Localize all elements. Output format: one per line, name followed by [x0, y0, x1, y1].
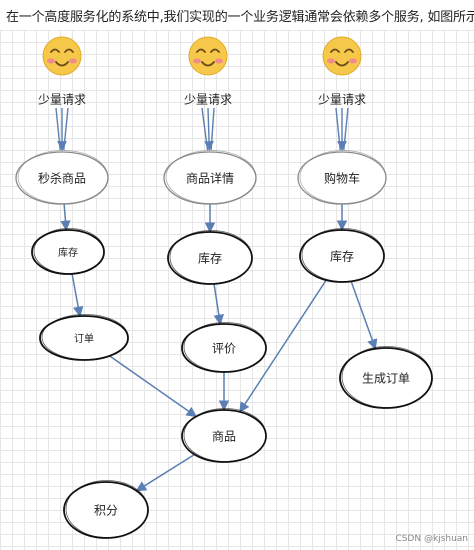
- node-label-stock1: 库存: [58, 246, 78, 259]
- request-label: 少量请求: [318, 93, 366, 107]
- request-label: 少量请求: [38, 93, 86, 107]
- edge-req2-detail: [201, 107, 209, 151]
- request-label: 少量请求: [184, 93, 232, 107]
- node-label-points: 积分: [94, 504, 118, 518]
- node-cart: 购物车: [297, 150, 387, 205]
- node-stock1: 库存: [31, 228, 105, 275]
- edge-stock3-gen_order: [350, 281, 378, 350]
- edge-req3-cart: [343, 107, 349, 151]
- node-gen_order: 生成订单: [339, 346, 433, 409]
- node-stock2: 库存: [167, 230, 253, 285]
- node-points: 积分: [63, 480, 149, 539]
- edge-req1-seckill: [55, 107, 61, 151]
- request-req3: 少量请求: [318, 36, 366, 107]
- edge-req2-detail: [204, 107, 214, 151]
- request-req1: 少量请求: [38, 36, 86, 107]
- smiley-face-icon: [188, 36, 228, 76]
- edge-stock2-review: [213, 283, 225, 326]
- node-detail: 商品详情: [163, 150, 257, 205]
- node-label-detail: 商品详情: [186, 171, 234, 186]
- intro-text: 在一个高度服务化的系统中,我们实现的一个业务逻辑通常会依赖多个服务, 如图所示: [6, 10, 474, 25]
- node-label-gen_order: 生成订单: [362, 372, 410, 386]
- edges-layer: [55, 107, 378, 492]
- edge-stock1-order1: [71, 273, 84, 318]
- smiley-face-icon: [42, 36, 82, 76]
- node-seckill: 秒杀商品: [15, 150, 109, 205]
- diagram-canvas: 少量请求 少量请求 少量请求秒杀商品 商品详情 购物车库存 库存 库存订单评价生成订单商品积…: [0, 30, 474, 550]
- node-product: 商品: [181, 408, 267, 463]
- edge-req1-seckill: [63, 107, 69, 151]
- node-label-stock2: 库存: [198, 251, 222, 266]
- request-req2: 少量请求: [184, 36, 232, 107]
- node-label-order1: 订单: [74, 333, 94, 345]
- edge-req3-cart: [335, 107, 341, 151]
- node-stock3: 库存: [299, 228, 385, 283]
- watermark: CSDN @kjshuan: [395, 534, 468, 544]
- node-review: 评价: [181, 322, 267, 373]
- edge-product-points: [135, 453, 195, 492]
- smiley-face-icon: [322, 36, 362, 76]
- edge-stock3-product: [239, 279, 327, 413]
- node-label-stock3: 库存: [330, 249, 354, 264]
- node-label-product: 商品: [212, 429, 236, 444]
- edge-order1-product: [109, 355, 198, 418]
- node-label-seckill: 秒杀商品: [38, 171, 86, 186]
- edge-req2-detail: [210, 107, 215, 151]
- node-label-cart: 购物车: [324, 171, 360, 186]
- node-label-review: 评价: [212, 342, 236, 356]
- edge-seckill-stock1: [60, 203, 71, 232]
- node-order1: 订单: [39, 314, 129, 361]
